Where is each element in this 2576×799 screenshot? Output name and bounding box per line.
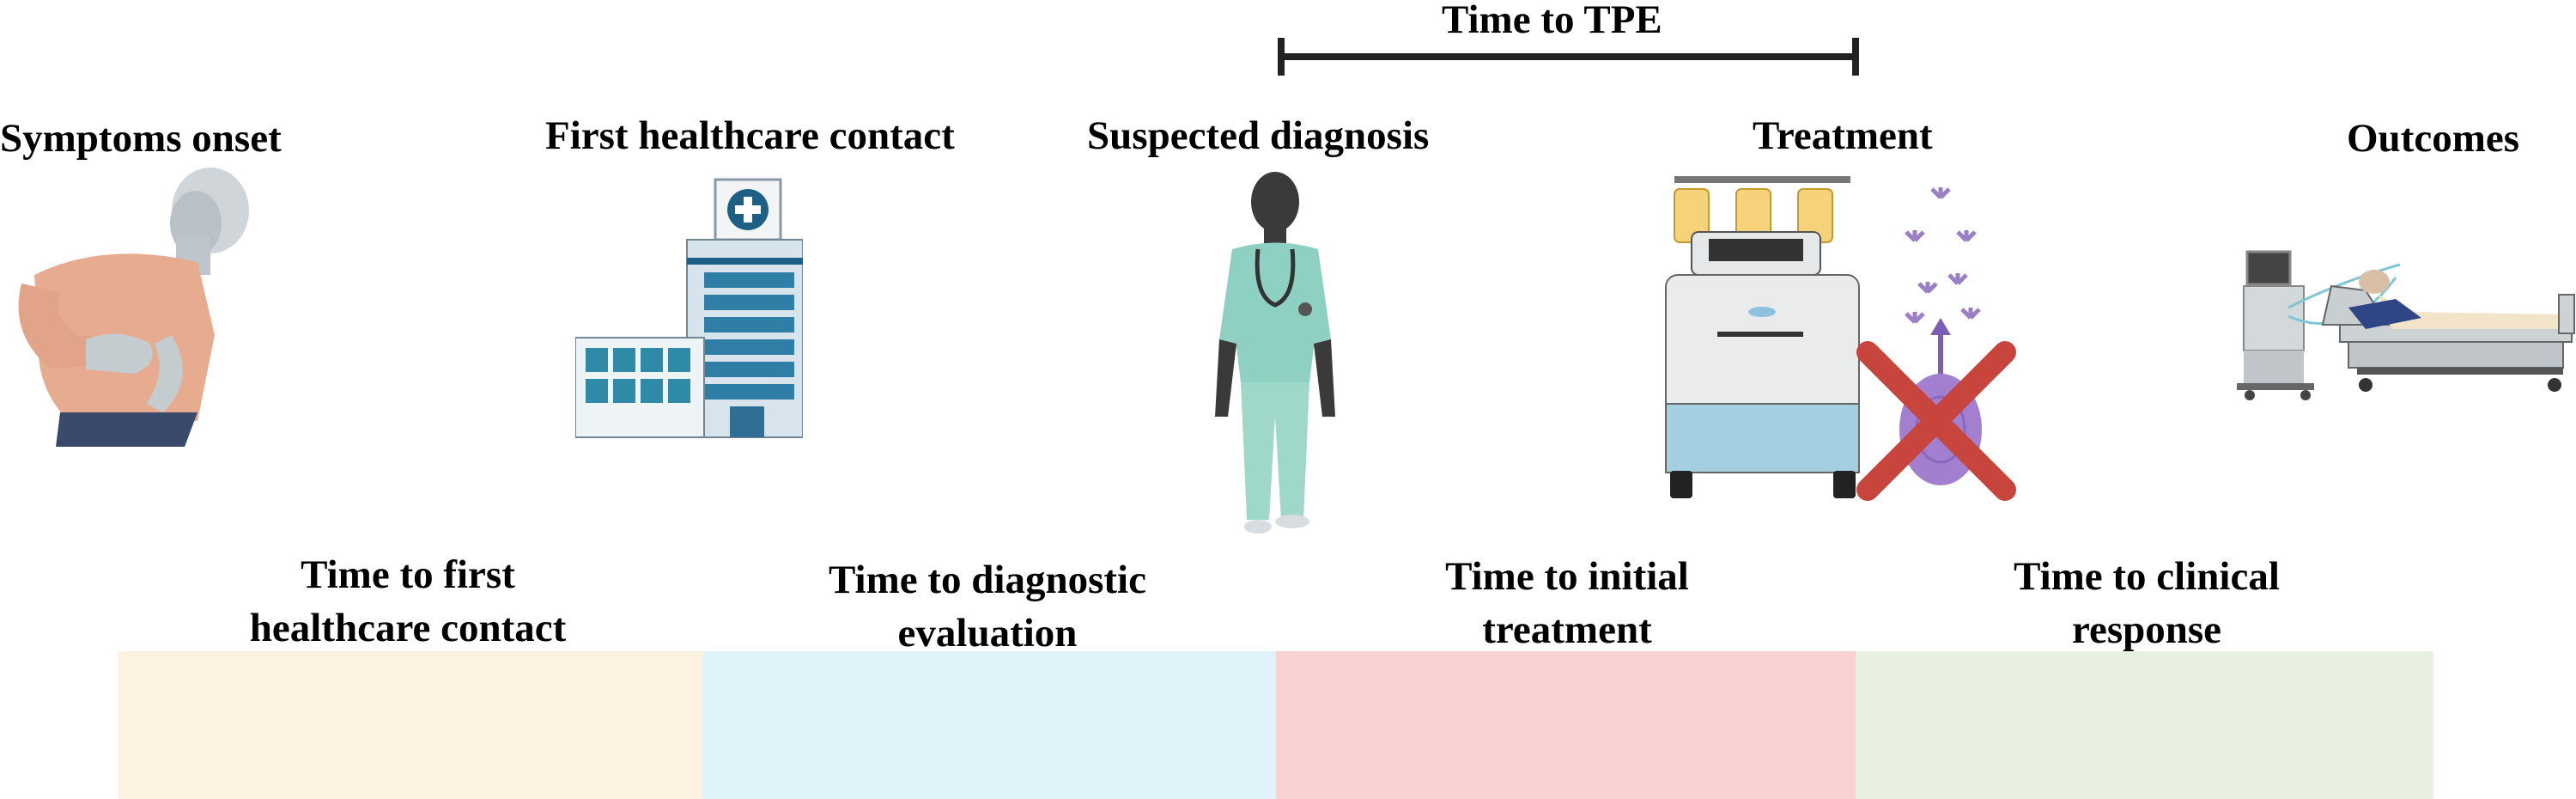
timeline-band-initial-treatment xyxy=(1276,651,1856,799)
phase-label-line1: Time to diagnostic xyxy=(829,558,1146,602)
phase-label-line1: Time to initial xyxy=(1445,554,1689,599)
hospital-building-icon xyxy=(575,178,803,438)
timeline-band-first-healthcare-contact xyxy=(118,651,702,799)
patient-abdominal-pain-icon xyxy=(18,168,249,447)
tpe-label: Time to TPE xyxy=(1442,0,1662,42)
phase-label-diagnostic-evaluation: Time to diagnostic evaluation xyxy=(713,553,1262,660)
patient-in-bed-icon xyxy=(2237,250,2575,400)
plasma-exchange-machine-icon xyxy=(1665,176,2016,501)
phase-label-line1: Time to clinical xyxy=(2014,554,2280,599)
stage-label-suspected-diagnosis: Suspected diagnosis xyxy=(1087,113,1430,158)
stage-label-first-healthcare-contact: First healthcare contact xyxy=(545,113,955,158)
phase-label-line1: Time to first xyxy=(301,552,515,597)
timeline-band-diagnostic-evaluation xyxy=(702,651,1276,799)
phase-label-line2: response xyxy=(2071,607,2222,652)
stage-label-outcomes: Outcomes xyxy=(2347,116,2520,161)
doctor-icon xyxy=(1215,172,1335,534)
stage-label-symptoms-onset: Symptoms onset xyxy=(0,116,282,161)
tpe-bracket xyxy=(1278,38,1859,76)
stage-label-treatment: Treatment xyxy=(1753,113,1933,158)
phase-label-line2: evaluation xyxy=(897,611,1078,656)
phase-label-clinical-response: Time to clinical response xyxy=(1872,550,2421,656)
phase-label-initial-treatment: Time to initial treatment xyxy=(1292,550,1842,656)
phase-label-line2: healthcare contact xyxy=(249,606,567,650)
timeline-band-clinical-response xyxy=(1856,651,2433,799)
phase-label-line2: treatment xyxy=(1482,607,1652,652)
phase-label-first-healthcare-contact: Time to first healthcare contact xyxy=(133,548,683,655)
